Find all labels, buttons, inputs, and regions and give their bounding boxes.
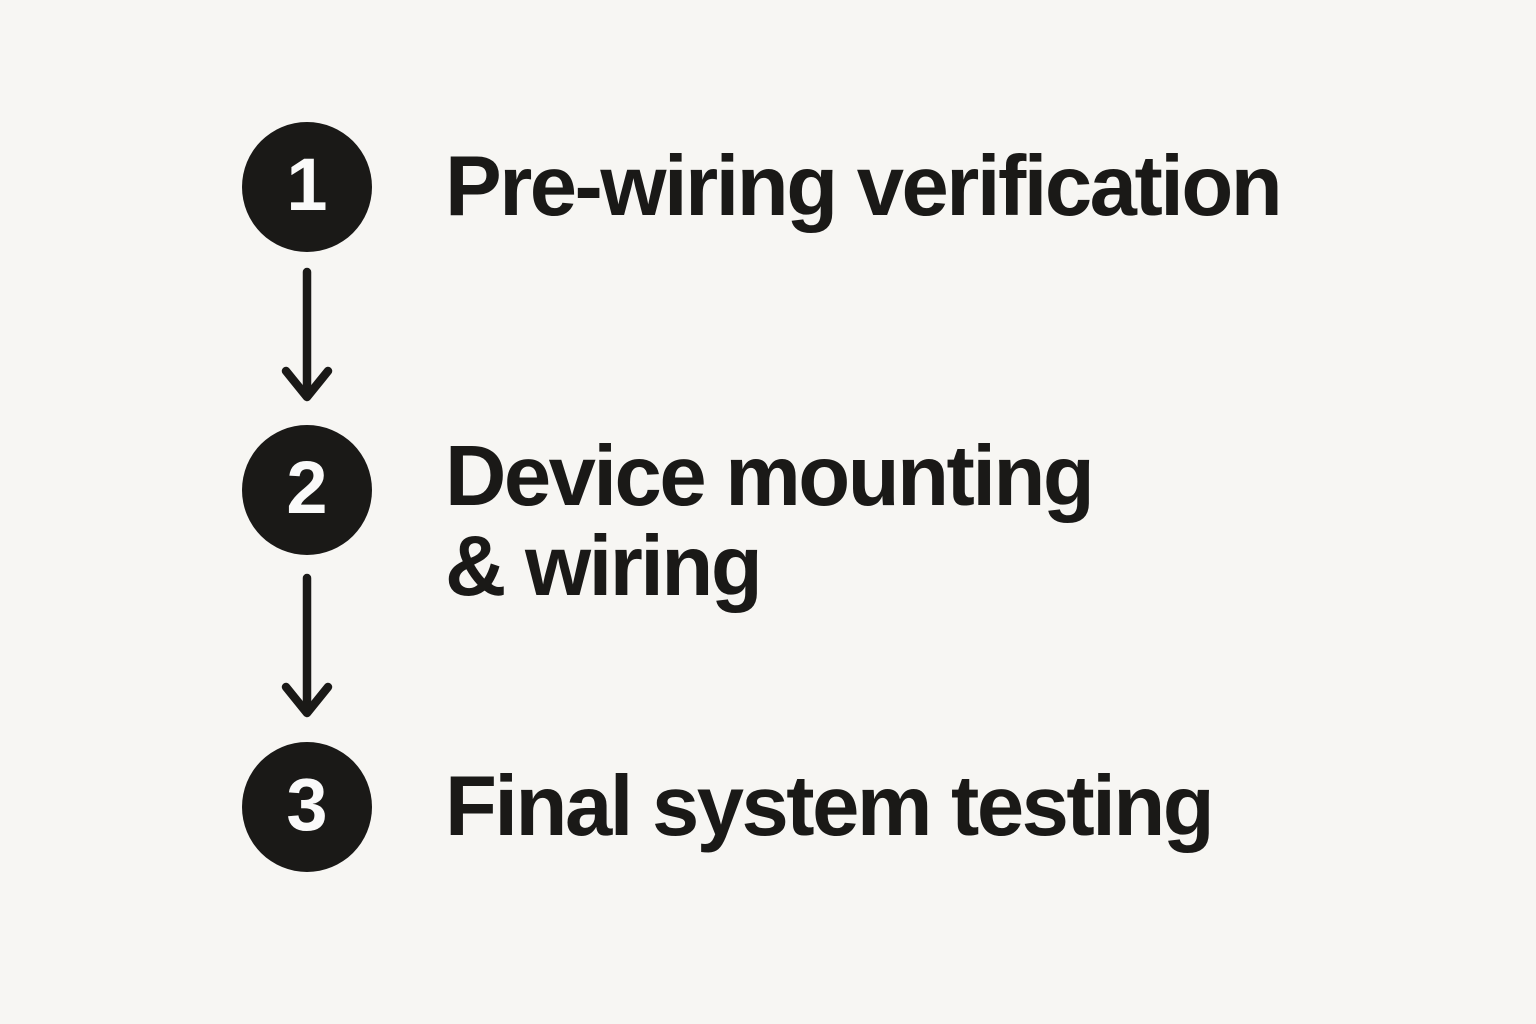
step-1-number: 1 (286, 143, 328, 226)
arrow-down-icon (281, 267, 333, 402)
step-2-label-line: & wiring (445, 519, 763, 614)
step-2-number-badge: 2 (242, 425, 372, 555)
step-3-number: 3 (286, 763, 328, 846)
step-3-label-line: Final system testing (445, 759, 1215, 854)
step-2-label: Device mounting & wiring (445, 429, 1095, 614)
step-1-number-badge: 1 (242, 122, 372, 252)
step-1-label-line: Pre-wiring verification (445, 139, 1283, 234)
arrow-head (281, 682, 333, 718)
step-3-number-badge: 3 (242, 742, 372, 872)
arrow-head (281, 366, 333, 402)
step-2-number: 2 (286, 446, 328, 529)
step-3-label: Final system testing (445, 759, 1215, 854)
step-2-label-line: Device mounting (445, 429, 1095, 524)
step-1-label: Pre-wiring verification (445, 139, 1283, 234)
arrow-down-icon (281, 573, 333, 718)
